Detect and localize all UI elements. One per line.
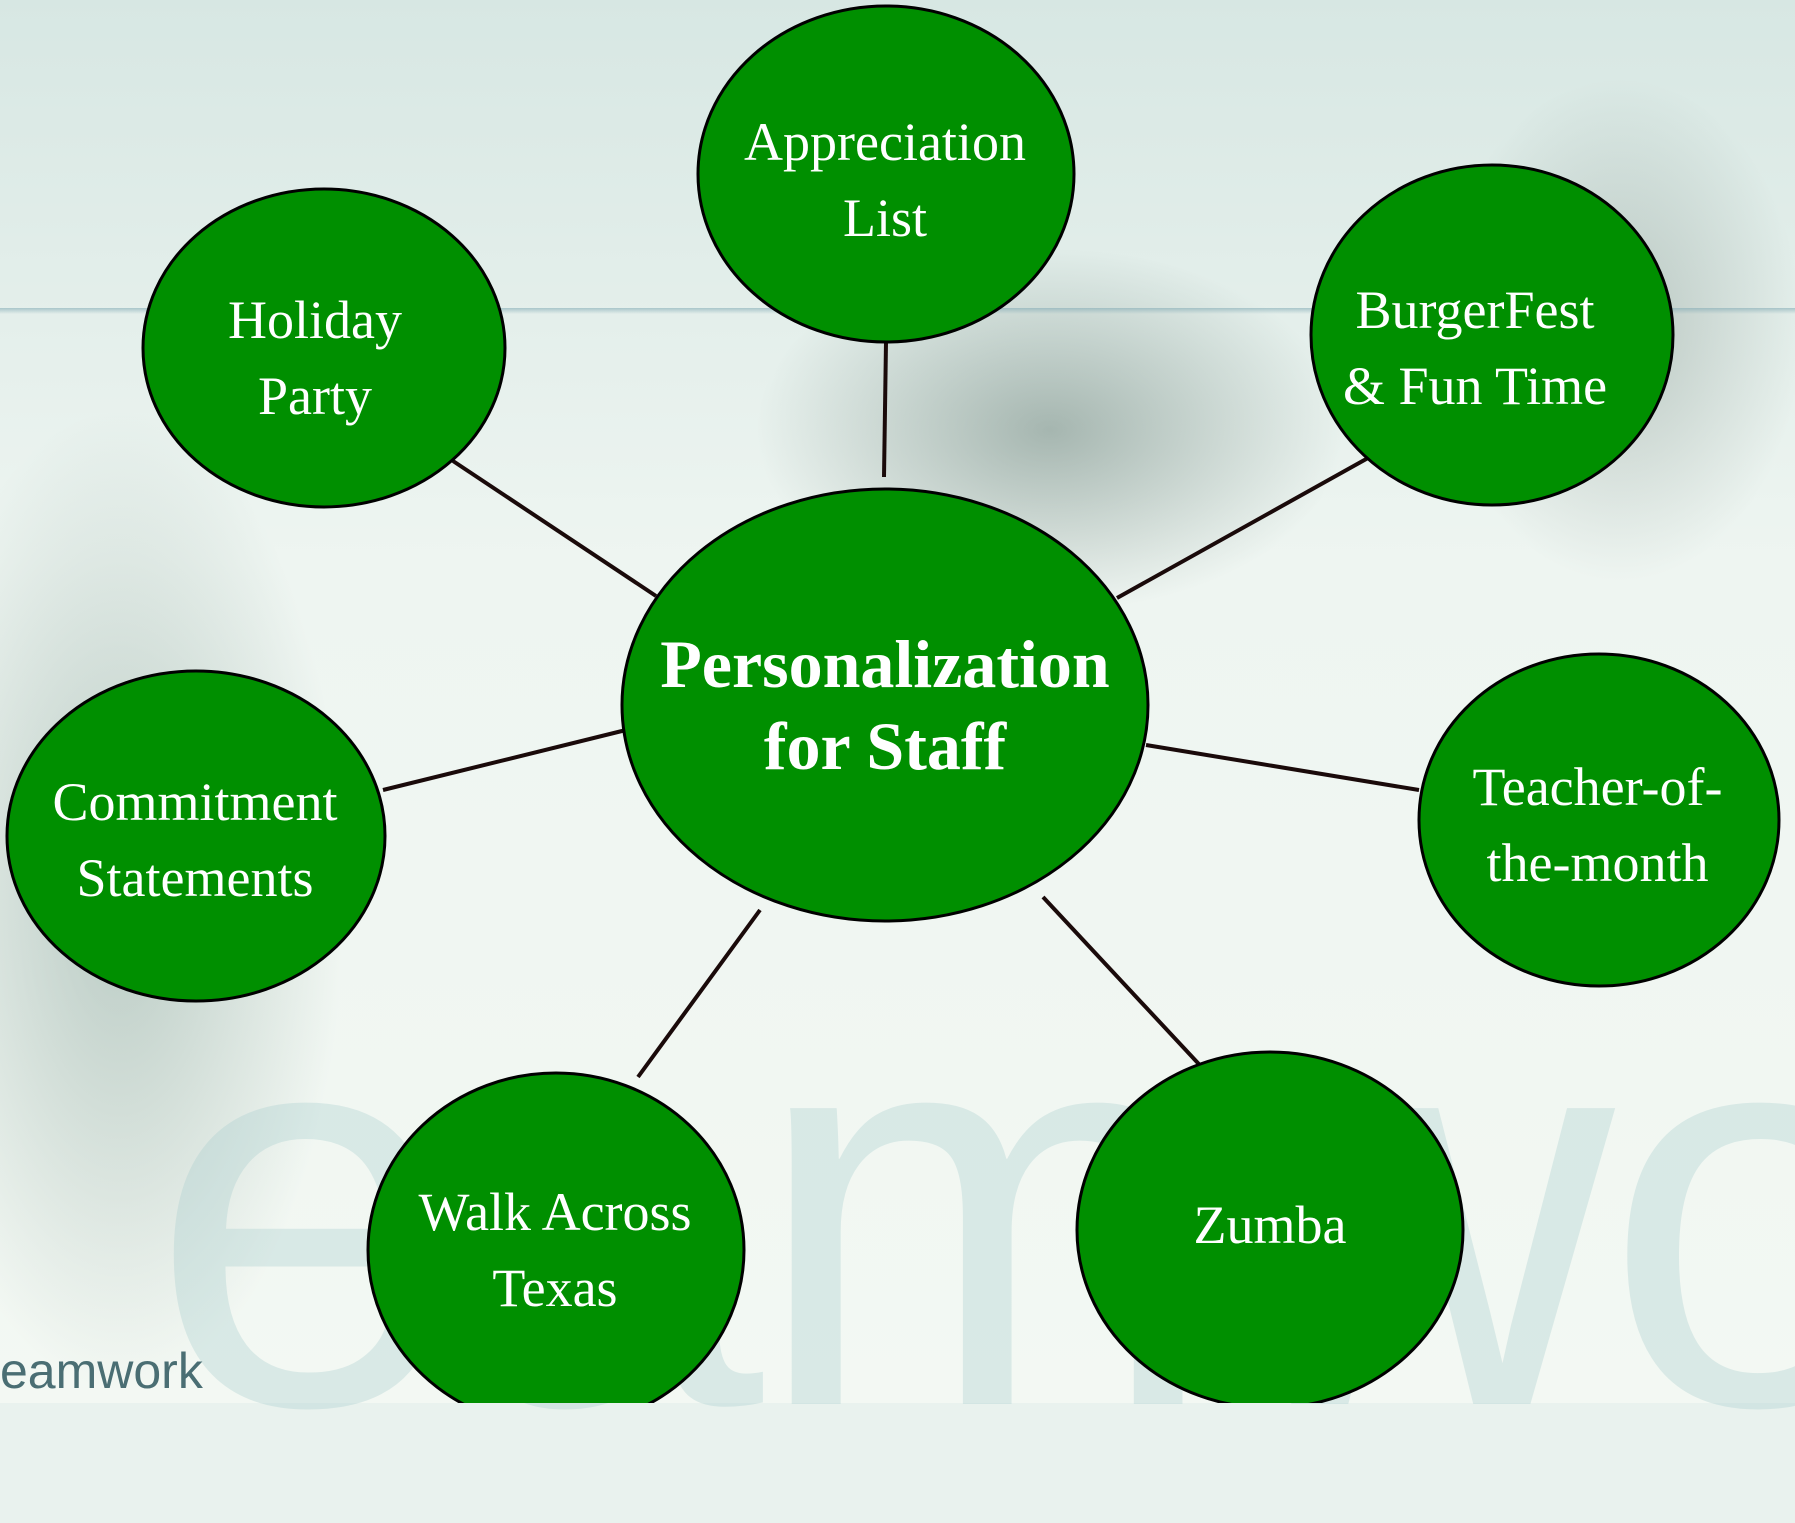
connector-appreciation-list xyxy=(882,341,888,478)
connector-zumba xyxy=(1041,895,1212,1078)
node-walk-across-texas xyxy=(366,1071,746,1403)
node-appreciation-list xyxy=(696,4,1076,344)
node-teacher-of-the-month xyxy=(1417,652,1781,988)
connector-walk-across-texas xyxy=(636,908,762,1079)
node-zumba xyxy=(1075,1050,1465,1403)
node-commitment-statements xyxy=(5,669,387,1003)
connectors xyxy=(382,341,1420,1079)
connector-teacher-of-the-month xyxy=(1145,743,1420,792)
node-holiday-party xyxy=(141,187,507,509)
mind-map xyxy=(5,4,1781,1403)
connector-holiday-party xyxy=(451,459,658,598)
connector-commitment-statements xyxy=(382,728,627,792)
node-center xyxy=(620,487,1150,923)
connector-burgerfest xyxy=(1116,456,1369,600)
corner-logo-text: eamwork xyxy=(0,1343,203,1399)
nodes xyxy=(5,4,1781,1403)
node-burgerfest xyxy=(1309,163,1675,507)
